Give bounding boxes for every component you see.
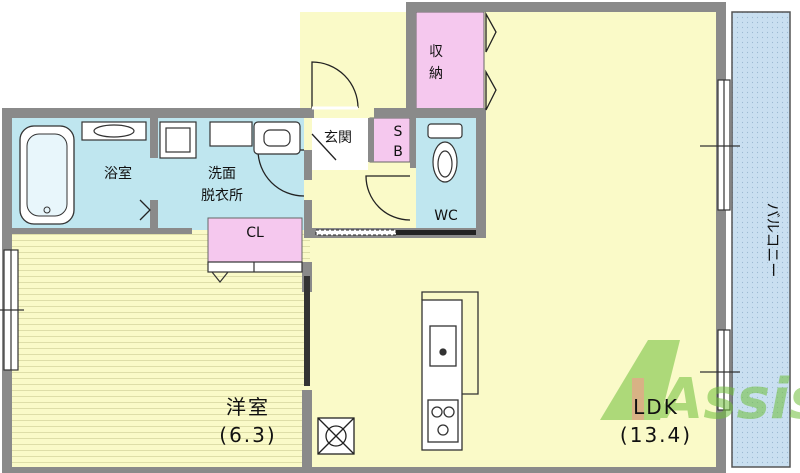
washroom-label-line1: 洗面 xyxy=(208,166,236,182)
bath-label: 浴室 xyxy=(104,165,132,182)
shoe-box-label-line2: B xyxy=(393,144,403,160)
watermark-logo: Assist xyxy=(600,340,800,432)
windows xyxy=(0,79,740,411)
watermark-text: Assist xyxy=(656,367,800,432)
toilet-fixture xyxy=(427,123,463,183)
bathtub xyxy=(19,125,75,225)
storage-label-line2: 納 xyxy=(429,66,443,82)
sliding-doors xyxy=(304,229,476,386)
western-room-size: (6.3) xyxy=(219,423,276,447)
door-swings xyxy=(139,11,497,221)
ldk-label: LDK xyxy=(633,395,679,419)
shoe-box xyxy=(369,117,411,163)
walls xyxy=(2,2,726,473)
washroom-label-line2: 脱衣所 xyxy=(201,188,243,204)
western-room-label: 洋室 xyxy=(226,395,270,419)
closet-rail xyxy=(207,261,303,283)
storage-label-line1: 収 xyxy=(429,44,443,60)
balcony-floor xyxy=(731,11,791,468)
storage-box xyxy=(415,11,485,113)
shoe-box-label-line1: S xyxy=(394,124,403,140)
entrance-label: 玄関 xyxy=(324,129,352,146)
closet-box xyxy=(207,217,303,263)
vent-icon xyxy=(317,417,355,455)
closet-label: CL xyxy=(246,225,264,241)
ldk-size: (13.4) xyxy=(620,423,692,447)
vanity xyxy=(81,121,301,159)
balcony-label: バルコニー xyxy=(764,203,782,278)
toilet-label: WC xyxy=(434,208,458,224)
kitchen xyxy=(421,291,479,451)
